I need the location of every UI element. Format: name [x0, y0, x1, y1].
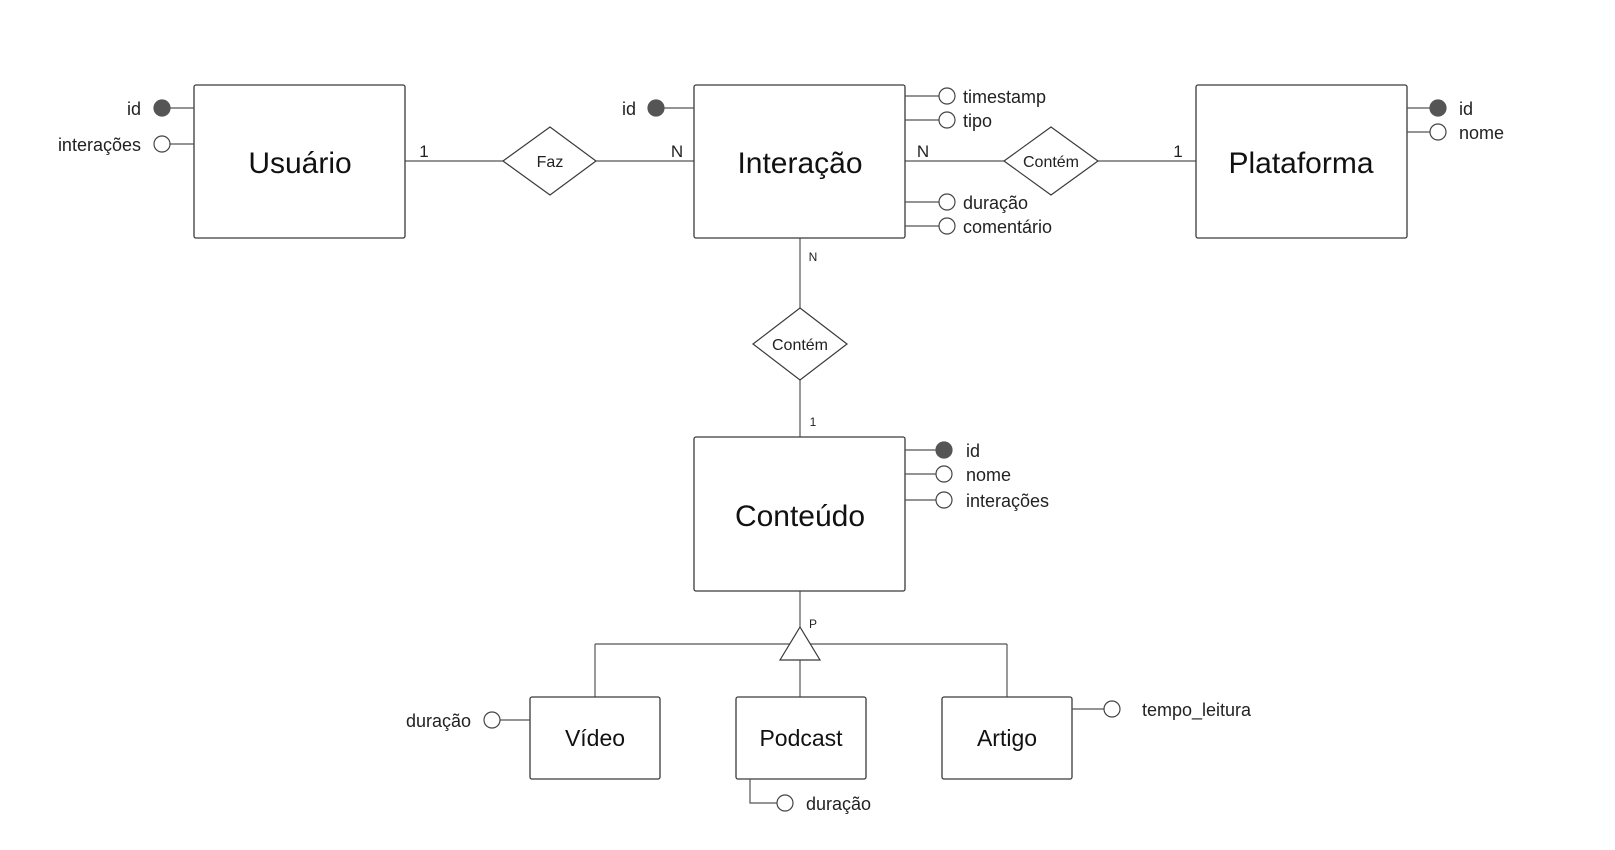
entity-podcast-label: Podcast: [759, 725, 843, 751]
attribute-marker: [153, 135, 171, 153]
entity-usuario: Usuário: [193, 84, 406, 239]
attribute-podcast-duracao: duração: [806, 794, 871, 814]
entity-plataforma: Plataforma: [1195, 84, 1408, 239]
connector-lines: [405, 160, 1196, 697]
key-attribute-marker: [647, 99, 665, 117]
entity-video-label: Vídeo: [565, 725, 625, 751]
attribute-plataforma-nome: nome: [1459, 123, 1504, 143]
attribute-usuario-id: id: [127, 99, 141, 119]
key-attribute-marker: [153, 99, 171, 117]
cardinality-usuario-faz: 1: [419, 142, 428, 161]
specialization-triangle: [778, 625, 822, 661]
attribute-marker: [935, 465, 953, 483]
attribute-plataforma-id: id: [1459, 99, 1473, 119]
attribute-conteudo-id: id: [966, 441, 980, 461]
attribute-artigo-tempo-leitura: tempo_leitura: [1142, 700, 1252, 721]
relationship-faz-label: Faz: [537, 154, 564, 171]
entity-interacao: Interação: [693, 84, 906, 239]
entity-video: Vídeo: [529, 696, 661, 780]
entity-conteudo-label: Conteúdo: [735, 500, 865, 533]
attributes-conteudo: id nome interações: [905, 441, 1049, 511]
attribute-marker: [1103, 700, 1121, 718]
attribute-marker: [938, 87, 956, 105]
attribute-marker: [938, 111, 956, 129]
cardinality-contem-plataforma: 1: [1173, 142, 1182, 161]
attribute-conteudo-nome: nome: [966, 465, 1011, 485]
entity-conteudo: Conteúdo: [693, 436, 906, 592]
relationship-contem-plataforma: Contém: [1002, 126, 1100, 196]
attributes-interacao-top: timestamp tipo: [905, 87, 1046, 131]
entity-artigo: Artigo: [941, 696, 1073, 780]
entity-interacao-label: Interação: [737, 147, 862, 180]
attributes-plataforma: id nome: [1407, 99, 1504, 143]
attribute-interacao-comentario: comentário: [963, 217, 1052, 237]
cardinality-interacao-contem: N: [917, 142, 929, 161]
attributes-podcast: duração: [749, 779, 871, 814]
attributes-video: duração: [406, 711, 530, 731]
attribute-interacao-duracao: duração: [963, 193, 1028, 213]
attribute-conteudo-interacoes: interações: [966, 491, 1049, 511]
attribute-video-duracao: duração: [406, 711, 471, 731]
attribute-marker: [483, 711, 501, 729]
entity-podcast: Podcast: [735, 696, 867, 780]
attributes-artigo: tempo_leitura: [1072, 700, 1252, 721]
relationship-contem-conteudo-label: Contém: [772, 337, 828, 354]
attribute-marker: [1429, 123, 1447, 141]
entity-usuario-label: Usuário: [248, 147, 351, 180]
attribute-interacao-tipo: tipo: [963, 111, 992, 131]
cardinality-interacao-down: N: [809, 250, 818, 264]
cardinality-conteudo-up: 1: [810, 415, 817, 429]
attribute-marker: [776, 794, 794, 812]
entity-artigo-label: Artigo: [977, 725, 1037, 751]
cardinality-faz-interacao: N: [671, 142, 683, 161]
key-attribute-marker: [1429, 99, 1447, 117]
relationship-faz: Faz: [501, 126, 598, 196]
relationship-contem-plataforma-label: Contém: [1023, 154, 1079, 171]
cardinality-labels: 1 N N 1 N 1 P: [419, 142, 1182, 631]
attribute-usuario-interacoes: interações: [58, 135, 141, 155]
attribute-marker: [938, 193, 956, 211]
key-attribute-marker: [935, 441, 953, 459]
attribute-interacao-timestamp: timestamp: [963, 87, 1046, 107]
specialization-type: P: [809, 617, 817, 631]
attributes-usuario: id interações: [58, 99, 194, 155]
attribute-marker: [935, 491, 953, 509]
attributes-interacao-bottom: duração comentário: [905, 193, 1052, 237]
entity-plataforma-label: Plataforma: [1228, 147, 1373, 180]
attribute-marker: [938, 217, 956, 235]
relationship-contem-conteudo: Contém: [752, 307, 848, 381]
attribute-interacao-id: id: [622, 99, 636, 119]
attributes-interacao-left: id: [622, 99, 694, 119]
